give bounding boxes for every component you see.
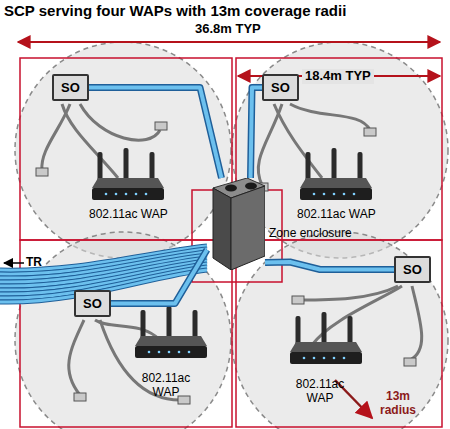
cable-connector (111, 250, 207, 304)
cable-connector (89, 88, 222, 179)
dimension-label: 36.8m TYP (192, 22, 264, 37)
zone-enclosure: Zone enclosure (207, 178, 265, 270)
outlet-label: SO (83, 296, 102, 311)
enclosure-shape (207, 178, 265, 270)
wap-routers (92, 148, 372, 364)
service-outlet: SO (52, 74, 89, 101)
wap-router (92, 148, 164, 200)
wap-router (300, 148, 372, 200)
outlet-label: SO (271, 80, 290, 95)
service-outlet: SO (262, 74, 299, 101)
outlet-label: SO (403, 262, 422, 277)
service-outlet: SO (74, 290, 111, 317)
wap-router (135, 306, 207, 358)
wap-label: 802.11ac WAP (288, 378, 352, 406)
wap-label: 802.11ac WAP (297, 208, 376, 222)
service-outlet: SO (394, 256, 431, 283)
dimension-label: 18.4m TYP (302, 69, 374, 84)
tr-arrow (4, 262, 24, 264)
enclosure-label: Zone enclosure (269, 226, 352, 240)
radius-label: 13m radius (376, 390, 420, 418)
cable-connector (265, 262, 394, 270)
wap-label: 802.11ac WAP (134, 372, 198, 400)
wap-label: 802.11ac WAP (89, 208, 168, 222)
patch-cords (42, 104, 422, 400)
wap-router (290, 312, 362, 364)
outlet-label: SO (61, 80, 80, 95)
rj45-plugs (36, 122, 416, 404)
coverage-grid (20, 58, 442, 427)
cable-connector (251, 88, 263, 179)
tr-label: TR (26, 256, 42, 270)
diagram-title: SCP serving four WAPs with 13m coverage … (4, 2, 346, 19)
coverage-circles (15, 42, 448, 429)
dimension-arrow (18, 41, 440, 43)
